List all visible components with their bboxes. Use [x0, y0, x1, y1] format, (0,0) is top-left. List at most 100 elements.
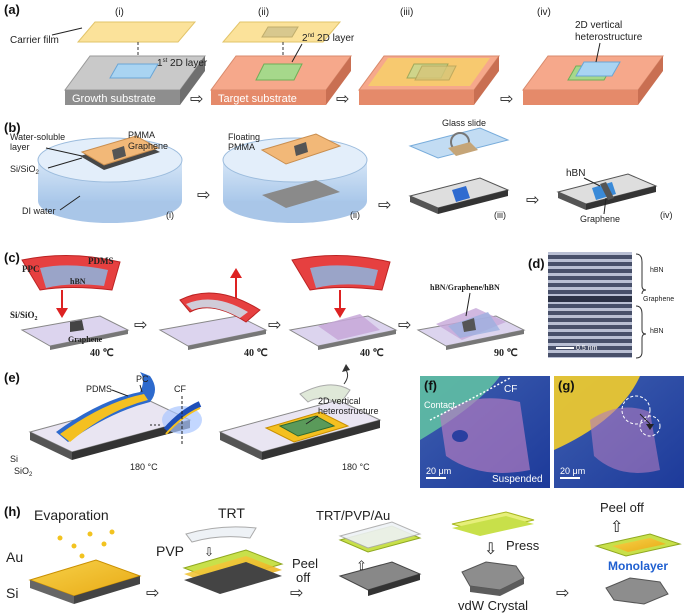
b-sunk-wafer — [262, 180, 340, 208]
a-growth-substrate-label: Growth substrate — [72, 93, 156, 105]
panel-b-label: (b) — [4, 120, 21, 135]
h-arrow-2: ⇨ — [290, 585, 303, 602]
d-graphene: Graphene — [643, 296, 674, 303]
d-tem-image — [548, 252, 632, 358]
panel-d: (d) 0.5 nm hBN Graphene hBN — [528, 252, 674, 359]
e-temp-2: 180 °C — [342, 462, 370, 472]
e-peeled-stamp — [299, 384, 351, 405]
panel-a: (a) (i) (ii) (iii) (iv) Carrier film 1st… — [4, 2, 664, 108]
panel-f: (f) CF Contact 20 μm Suspended — [420, 376, 550, 488]
panel-c-label: (c) — [4, 250, 20, 265]
c-arrow-2: ⇨ — [268, 317, 281, 334]
f-cf-label: CF — [504, 384, 517, 395]
b-hbn-label: hBN — [566, 168, 585, 179]
h-trt-pvp-au-label: TRT/PVP/Au — [316, 508, 390, 523]
a-target-substrate-label: Target substrate — [218, 93, 297, 105]
h-trt-film — [185, 526, 257, 543]
a-vertical-pointer — [595, 42, 601, 63]
d-hbn-top: hBN — [650, 267, 664, 274]
b-arrow-1: ⇨ — [197, 187, 210, 204]
e-vertical-2: heterostructure — [318, 406, 379, 416]
a-second-layer-label: 2nd 2D layer — [302, 33, 355, 44]
panel-h-label: (h) — [4, 504, 21, 519]
h-peel-arrow: ⇧ — [610, 519, 623, 536]
h-trt-label: TRT — [218, 505, 245, 521]
a-second-pointer — [291, 43, 303, 63]
a-growth-substrate-front — [65, 90, 180, 105]
panel-e: (e) PDMS PC Si SiO2 180 °C CF 2D vertica… — [4, 364, 382, 478]
e-vertical-1: 2D vertical — [318, 396, 361, 406]
b-water-soluble-1: Water-soluble — [10, 132, 65, 142]
e-pdms-label: PDMS — [86, 384, 112, 394]
e-pc-label: PC — [136, 374, 149, 384]
c-arrow-3: ⇨ — [398, 317, 411, 334]
b-step-i: (i) — [166, 210, 174, 220]
a-step-i: (i) — [115, 7, 124, 18]
panel-g-label: (g) — [558, 378, 575, 393]
a-step-iv: (iv) — [537, 7, 551, 18]
e-pc-film — [60, 394, 148, 442]
f-contact-label: Contact — [424, 400, 456, 410]
h-arrow-1: ⇨ — [146, 585, 159, 602]
a-growth-substrate-side — [180, 56, 205, 105]
b-step-ii: (ii) — [350, 210, 360, 220]
h-peel-1: Peel — [292, 556, 318, 571]
a-heterostructure-top — [575, 61, 621, 77]
h-peel-2: off — [296, 570, 311, 585]
panel-a-label: (a) — [4, 2, 20, 17]
a-arrow-1: ⇨ — [190, 91, 203, 108]
c-hbn-label: hBN — [70, 277, 86, 286]
panel-d-label: (d) — [528, 256, 545, 271]
a-carrier-film-label: Carrier film — [10, 35, 59, 46]
h-evaporation-label: Evaporation — [34, 507, 109, 523]
c-temp-1: 40 ℃ — [90, 348, 114, 359]
a-substrate-iii-front — [359, 90, 474, 105]
b-water-soluble-2: layer — [10, 142, 30, 152]
e-temp-1: 180 °C — [130, 462, 158, 472]
b-si-label: Si/SiO2 — [10, 164, 40, 176]
h-press-arrow: ⇩ — [204, 545, 214, 559]
h-up-arrow: ⇧ — [356, 558, 367, 573]
a-carrier-film-shape — [76, 21, 197, 43]
b-graphene-label: Graphene — [128, 141, 168, 151]
b-floating-2: PMMA — [228, 142, 255, 152]
e-cf-label: CF — [174, 384, 186, 394]
panel-g: (g) 20 μm — [554, 376, 684, 488]
h-peel-off-label: Peel off — [600, 500, 644, 515]
c-ppc-label: PPC — [22, 264, 40, 274]
a-second-layer-shape — [255, 63, 303, 81]
b-hbn-flake — [452, 186, 470, 202]
b-graphene2-label: Graphene — [580, 214, 620, 224]
d-scale-label: 0.5 nm — [576, 345, 598, 352]
b-step-iv: (iv) — [660, 210, 673, 220]
a-step-ii: (ii) — [258, 7, 269, 18]
a-arrow-2: ⇨ — [336, 91, 349, 108]
h-si-label: Si — [6, 585, 18, 601]
panel-f-label: (f) — [424, 378, 437, 393]
e-si-label: Si — [10, 454, 18, 464]
c-si-label: Si/SiO2 — [10, 310, 38, 322]
c-temp-3: 40 ℃ — [360, 348, 384, 359]
a-picked-layer — [261, 26, 299, 38]
a-target-substrate-front — [211, 90, 326, 105]
a-substrate-iv-side — [638, 56, 663, 105]
a-first-layer-label: 1st 2D layer — [157, 58, 208, 69]
a-vertical-label-2: heterostructure — [575, 32, 643, 43]
b-glass-slide-label: Glass slide — [442, 118, 486, 128]
g-scale-label: 20 μm — [560, 466, 585, 476]
a-carrier-pointer — [51, 27, 83, 36]
b-arrow-2: ⇨ — [378, 197, 391, 214]
panel-e-label: (e) — [4, 370, 20, 385]
c-arrow-1: ⇨ — [134, 317, 147, 334]
panel-h: (h) Evaporation Au Si ⇨ TRT ⇩ PVP ⇨ TRT/… — [4, 500, 682, 613]
a-vertical-label-1: 2D vertical — [575, 20, 622, 31]
panel-b: (b) Water-soluble layer PMMA Graphene Si… — [4, 118, 673, 224]
a-step-iii: (iii) — [400, 7, 413, 18]
h-arrow-3: ⇨ — [556, 585, 569, 602]
e-sio2-label: SiO2 — [14, 466, 33, 478]
d-hbn-bottom: hBN — [650, 328, 664, 335]
c-graphene-label: Graphene — [68, 335, 103, 344]
f-suspended-label: Suspended — [492, 474, 543, 485]
b-arrow-3: ⇨ — [526, 192, 539, 209]
